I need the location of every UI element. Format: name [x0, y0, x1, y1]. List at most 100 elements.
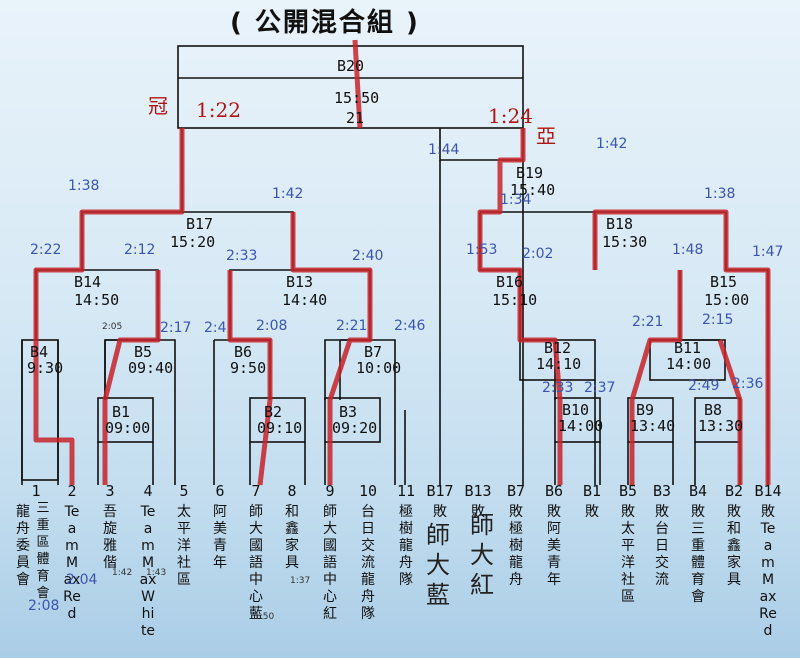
team-1-sub: 三重區體育會	[36, 501, 50, 601]
team-name: 敗	[585, 504, 599, 520]
mark-b13-left: 2:33	[226, 248, 258, 264]
seed-label: B6	[544, 482, 564, 500]
mark-b11-right: 2:15	[702, 312, 734, 328]
team-name: 敗阿美青年	[547, 504, 561, 588]
team-name: 師大國語中心藍	[249, 504, 263, 622]
match-b2-time: 09:10	[257, 419, 303, 437]
seed-label: B5	[618, 482, 638, 500]
match-b13-time: 14:40	[282, 291, 328, 309]
mark-t2-time: 2:04	[66, 572, 98, 588]
mark-b10-left: 2:33	[542, 380, 574, 396]
seed-label: B4	[688, 482, 708, 500]
b20-box	[177, 45, 524, 129]
match-b8-id: B8	[704, 401, 723, 419]
seed-label: B13	[464, 482, 492, 500]
mark-b17-right: 1:42	[272, 186, 304, 202]
match-b1-id: B1	[112, 403, 131, 421]
seed-label: 9	[325, 482, 335, 500]
match-b4-id: B4	[30, 343, 49, 361]
mark-b16-right: 2:02	[522, 246, 554, 262]
match-b2-id: B2	[264, 403, 283, 421]
team-name: 敗太平洋社區	[621, 504, 635, 605]
match-b11-id: B11	[674, 339, 702, 357]
team-name: 敗和鑫家具	[727, 504, 741, 588]
mark-b18-right: 1:38	[704, 186, 736, 202]
match-b7-time: 10:00	[356, 359, 402, 377]
mark-b16-left: 1:53	[466, 242, 498, 258]
seed-label: 10	[358, 482, 378, 500]
match-b19-time: 15:40	[510, 181, 556, 199]
mark-b17-left: 1:38	[68, 178, 100, 194]
mark-b15-left: 1:48	[672, 242, 704, 258]
seed-label: B7	[506, 482, 526, 500]
match-b10-id: B10	[562, 401, 590, 419]
match-b14-time: 14:50	[74, 291, 120, 309]
match-b8-time: 13:30	[698, 417, 744, 435]
mark-b5-right: 2:17	[160, 320, 192, 336]
match-b20-id: B20	[337, 57, 365, 75]
handwritten-b17: 師大藍	[426, 521, 450, 609]
mark-b8-left: 2:49	[688, 378, 720, 394]
match-b9-time: 13:40	[630, 417, 676, 435]
mark-b7-right: 2:46	[394, 318, 426, 334]
seed-label: 2	[67, 482, 77, 500]
match-b12-time: 14:10	[536, 355, 582, 373]
mark-b8-right: 2:36	[732, 376, 764, 392]
seed-label: B3	[652, 482, 672, 500]
match-b9-id: B9	[636, 401, 655, 419]
team-name: 和鑫家具	[285, 504, 299, 571]
match-b7-id: B7	[364, 343, 383, 361]
mark-b10-right: 2:37	[584, 380, 616, 396]
match-b19-id: B19	[516, 164, 544, 182]
team-name: 敗	[471, 504, 485, 520]
team-name: 龍舟委員會	[16, 504, 30, 588]
match-b15-time: 15:00	[704, 291, 750, 309]
match-b6-id: B6	[234, 343, 253, 361]
seed-label: B1	[582, 482, 602, 500]
match-b11-time: 14:00	[666, 355, 712, 373]
match-b5-time: 09:40	[128, 359, 174, 377]
match-b16-id: B16	[496, 273, 524, 291]
handwritten-b13: 師大紅	[470, 511, 494, 599]
seed-label: B2	[724, 482, 744, 500]
mark-t4-time: 1:43	[146, 568, 167, 578]
team-name: 師大國語中心紅	[323, 504, 337, 622]
team-name: 阿美青年	[213, 504, 227, 571]
page-title: ( 公開混合組 )	[230, 8, 420, 38]
seed-label: 1	[31, 482, 41, 500]
match-b17-time: 15:20	[170, 233, 216, 251]
team-name: Team Max Red	[63, 504, 81, 622]
mark-b13-right: 2:40	[352, 248, 384, 264]
match-b12-id: B12	[544, 339, 572, 357]
seed-label: 4	[143, 482, 153, 500]
mark-b11-left: 2:21	[632, 314, 664, 330]
match-b5-id: B5	[134, 343, 153, 361]
match-b10-time: 14:00	[558, 417, 604, 435]
mark-b19-sub: 1:34	[500, 192, 532, 208]
team-name: 太平洋社區	[177, 504, 191, 588]
mark-b19-time: 1:42	[596, 136, 628, 152]
mark-b6-left: 2:4	[204, 320, 227, 336]
match-b4-time: 9:30	[27, 359, 64, 377]
seed-label: 3	[105, 482, 115, 500]
seed-label: B17	[426, 482, 454, 500]
team-name: 台日交流龍舟隊	[361, 504, 375, 622]
match-b6-time: 9:50	[230, 359, 267, 377]
mark-b6-right: 2:08	[256, 318, 288, 334]
mark-t3-time: 1:42	[112, 568, 133, 578]
seed-label: 7	[251, 482, 261, 500]
match-b17-id: B17	[186, 215, 214, 233]
mark-left-char: 冠	[148, 94, 168, 118]
seed-label: 5	[179, 482, 189, 500]
mark-b5-left: 2:05	[102, 322, 123, 332]
mark-b14-right: 2:12	[124, 242, 156, 258]
seed-label: 8	[287, 482, 297, 500]
team-name: 敗	[433, 504, 447, 520]
mark-t7-time: 1:50	[254, 612, 275, 622]
match-b3-id: B3	[339, 403, 358, 421]
match-b13-id: B13	[286, 273, 314, 291]
match-b15-id: B15	[710, 273, 738, 291]
match-b14-id: B14	[74, 273, 102, 291]
